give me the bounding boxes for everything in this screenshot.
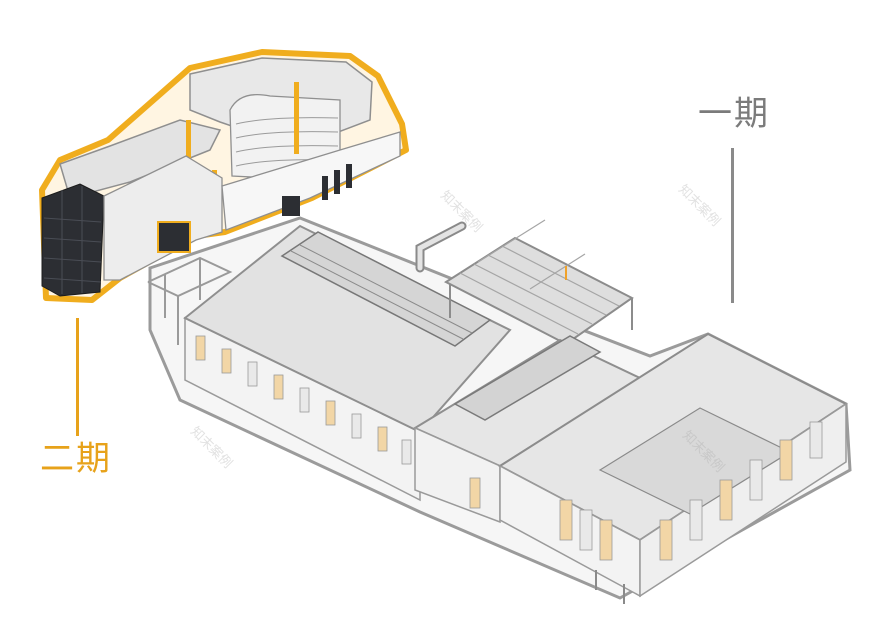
phase2-dark-cube <box>157 221 191 253</box>
skylight-ribs <box>290 244 473 340</box>
watermark-text-3: 知末案例 <box>187 424 235 472</box>
east-block-stilts <box>595 570 625 604</box>
phase2-dark-tower-grid <box>43 186 102 294</box>
watermark-text-2: 知末案例 <box>675 182 723 230</box>
exhaust-duct <box>415 221 467 273</box>
phase2-podium-windows <box>282 164 352 216</box>
phase1-label: 一期 <box>698 94 770 134</box>
phase2-podium <box>221 131 401 231</box>
glass-pergola <box>443 219 634 376</box>
phase2-balcony-lines <box>235 117 339 167</box>
phase2-leader-line <box>76 318 79 436</box>
middle-hall <box>412 335 643 524</box>
east-facade-bays <box>559 421 823 561</box>
phase2-middle-facade <box>103 155 223 281</box>
long-hall-roof <box>183 224 512 434</box>
phase1-leader-line <box>731 148 734 303</box>
phase1-building <box>147 216 852 604</box>
east-block <box>498 332 848 604</box>
phase2-building <box>39 49 409 303</box>
phase2-label: 二期 <box>40 439 112 479</box>
long-hall-arcade <box>195 335 412 465</box>
steel-frame-canopy <box>147 256 233 345</box>
